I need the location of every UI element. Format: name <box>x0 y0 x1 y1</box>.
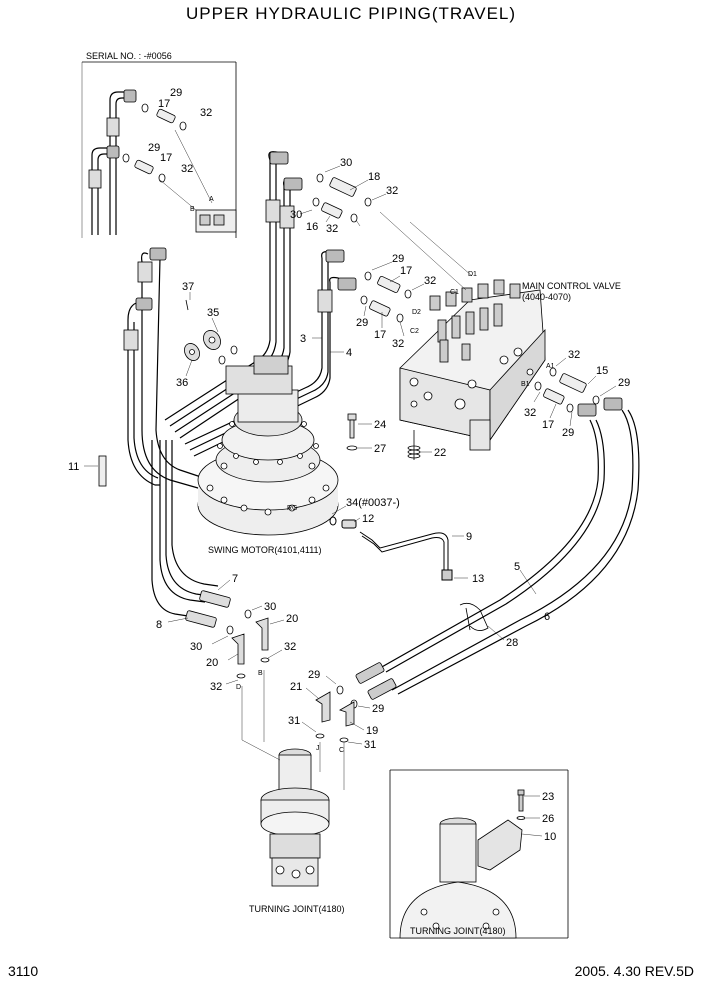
port-d-label: D <box>236 684 241 691</box>
callout-10: 10 <box>544 831 556 843</box>
callout-32: 32 <box>386 185 398 197</box>
callout-30: 30 <box>264 601 276 613</box>
drain-pipe <box>329 516 453 581</box>
port-rg-label: RG <box>287 505 298 512</box>
callout-17: 17 <box>158 98 170 110</box>
joint-fittings <box>315 685 358 743</box>
port-d1-label: D1 <box>468 271 477 278</box>
callout-29: 29 <box>618 377 630 389</box>
callout-35: 35 <box>207 307 219 319</box>
callout-19: 19 <box>366 725 378 737</box>
callout-16: 16 <box>306 221 318 233</box>
callout-17: 17 <box>374 329 386 341</box>
callout-9: 9 <box>466 531 472 543</box>
callout-17: 17 <box>160 152 172 164</box>
callout-29: 29 <box>148 142 160 154</box>
swing-motor <box>197 355 339 536</box>
callout-31: 31 <box>364 739 376 751</box>
callout-32: 32 <box>284 641 296 653</box>
swing-motor-label: SWING MOTOR(4101,4111) <box>208 545 322 555</box>
lower-left-fittings <box>185 590 270 679</box>
port-c1-label: C1 <box>450 289 459 296</box>
callout-32: 32 <box>200 107 212 119</box>
callout-37: 37 <box>182 281 194 293</box>
callout-7: 7 <box>232 573 238 585</box>
callout-31: 31 <box>288 715 300 727</box>
callout-30: 30 <box>340 157 352 169</box>
valve-side-fittings <box>534 367 623 417</box>
callout-18: 18 <box>368 171 380 183</box>
port-j-label: J <box>316 745 320 752</box>
callout-29: 29 <box>170 87 182 99</box>
callout-32: 32 <box>524 407 536 419</box>
port-a-label: A <box>209 196 214 203</box>
callout-30: 30 <box>190 641 202 653</box>
callout-24: 24 <box>374 419 386 431</box>
hose-fittings <box>123 151 357 351</box>
bracket-parts <box>98 299 238 487</box>
port-c-label: C <box>339 747 344 754</box>
callout-32: 32 <box>424 275 436 287</box>
callout-22: 22 <box>434 447 446 459</box>
callout-29: 29 <box>562 427 574 439</box>
callout-4: 4 <box>346 347 352 359</box>
turning-joint-inset <box>389 769 569 939</box>
callout-5: 5 <box>514 561 520 573</box>
callout-32: 32 <box>326 223 338 235</box>
port-b-label: B <box>190 206 195 213</box>
callout-26: 26 <box>542 813 554 825</box>
page-title: UPPER HYDRAULIC PIPING(TRAVEL) <box>185 4 517 23</box>
callout-32: 32 <box>568 349 580 361</box>
callout-32: 32 <box>392 338 404 350</box>
hose-end-fittings <box>355 662 397 700</box>
callout-20: 20 <box>286 613 298 625</box>
callout-21: 21 <box>290 681 302 693</box>
inset-serial-label: SERIAL NO. : -#0056 <box>86 51 172 61</box>
port-b1-label: B1 <box>521 381 530 388</box>
port-c2-label: C2 <box>410 328 419 335</box>
turning-joint-label: TURNING JOINT(4180) <box>249 904 345 914</box>
callout-29: 29 <box>356 317 368 329</box>
callout-3: 3 <box>300 333 306 345</box>
turning-joint <box>241 670 345 887</box>
callout-32: 32 <box>210 681 222 693</box>
callout-30: 30 <box>290 209 302 221</box>
callout-6: 6 <box>544 611 550 623</box>
connector-fittings-top <box>312 173 412 323</box>
long-hoses <box>379 409 640 695</box>
serial-inset <box>81 61 237 238</box>
page-number: 3110 <box>8 963 39 979</box>
callout-32: 32 <box>181 163 193 175</box>
callout-20: 20 <box>206 657 218 669</box>
revision-date: 2005. 4.30 REV.5D <box>574 963 694 979</box>
callout-15: 15 <box>596 365 608 377</box>
callout-12: 12 <box>362 513 374 525</box>
port-a1-label: A1 <box>546 363 555 370</box>
callout-13: 13 <box>472 573 484 585</box>
callout-29: 29 <box>372 703 384 715</box>
callout-27: 27 <box>374 443 386 455</box>
main-control-valve-code: (4040-4070) <box>522 292 571 302</box>
callout-28: 28 <box>506 637 518 649</box>
callout-29: 29 <box>308 669 320 681</box>
callout-17: 17 <box>400 265 412 277</box>
callout-34-serial: 34(#0037-) <box>346 497 400 509</box>
callout-8: 8 <box>156 619 162 631</box>
callout-11: 11 <box>68 461 79 473</box>
callout-23: 23 <box>542 791 554 803</box>
bolt-washer <box>346 413 358 451</box>
leader-lines <box>84 165 617 837</box>
main-control-valve-label: MAIN CONTROL VALVE <box>522 281 621 291</box>
port-d2-label: D2 <box>412 309 421 316</box>
turning-joint-inset-label: TURNING JOINT(4180) <box>410 926 506 936</box>
callout-29: 29 <box>392 253 404 265</box>
callout-17: 17 <box>542 419 554 431</box>
callout-36: 36 <box>176 377 188 389</box>
main-control-valve <box>379 211 546 460</box>
port-b-lower-label: B <box>258 670 263 677</box>
